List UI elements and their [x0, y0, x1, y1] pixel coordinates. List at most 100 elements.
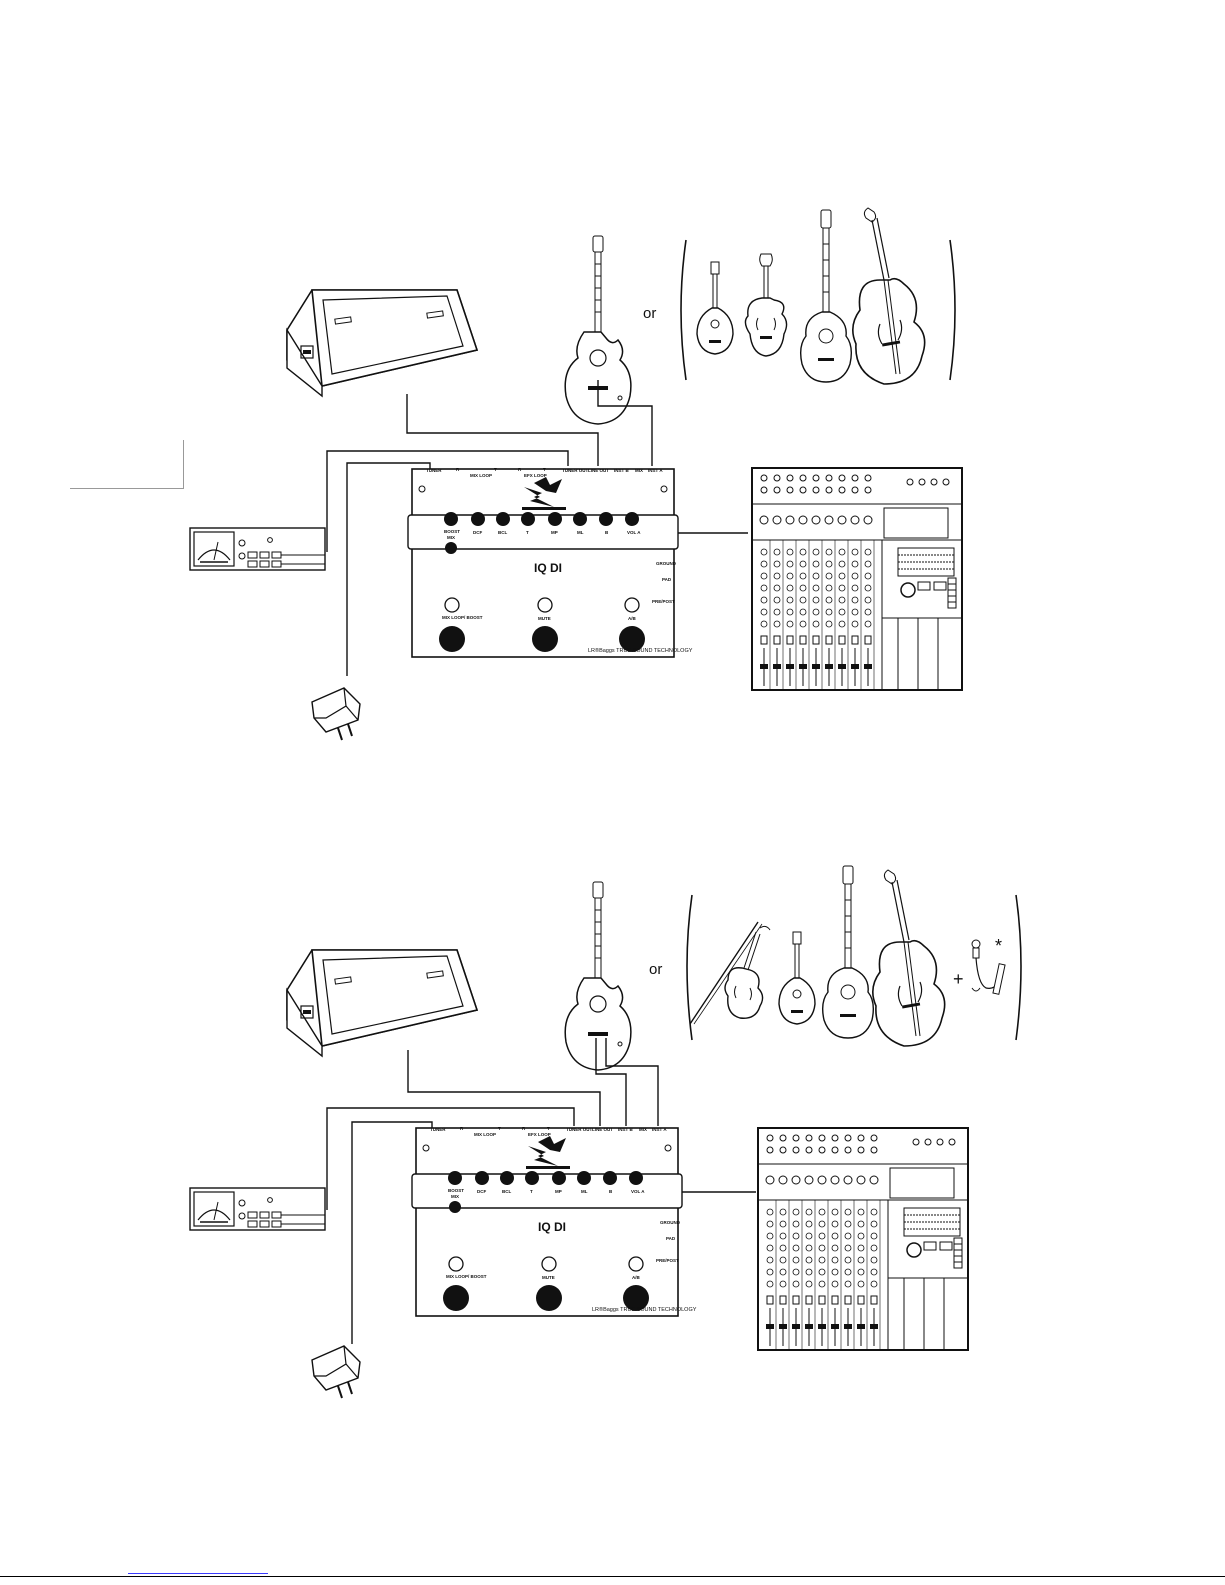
mixer-control-icon [806, 1147, 812, 1153]
knob-boost-icon [448, 1171, 462, 1185]
mixer-control-icon [864, 664, 872, 669]
mixer-icon [758, 1128, 968, 1350]
jack-tuner-out: TUNER OUT [566, 1127, 592, 1132]
mixer-control-icon [786, 516, 794, 524]
mixer-control-icon [780, 1281, 786, 1287]
mixer-control-icon [826, 585, 832, 591]
mixer-control-icon [845, 1281, 851, 1287]
mixer-control-icon [774, 597, 780, 603]
mixer-control-icon [818, 1324, 826, 1329]
mixer-control-icon [845, 1257, 851, 1263]
mixer-control-icon [761, 597, 767, 603]
knob-label-dcf: DCF [477, 1189, 486, 1194]
or-label: or [649, 961, 662, 978]
mixer-control-icon [780, 1257, 786, 1263]
mixer-control-icon [826, 475, 832, 481]
mixer-control-icon [871, 1209, 877, 1215]
mixer-control-icon [767, 1257, 773, 1263]
mixer-control-icon [806, 1135, 812, 1141]
jack-mix: MIX [635, 468, 643, 473]
side-label-pre-post: PRE/POST [656, 1258, 679, 1263]
mixer-control-icon [937, 1139, 943, 1145]
mixer-control-icon [813, 597, 819, 603]
mixer-control-icon [780, 1221, 786, 1227]
mixer-control-icon [793, 1209, 799, 1215]
mixer-control-icon [826, 597, 832, 603]
knob-mp-icon [552, 1171, 566, 1185]
mixer-control-icon [871, 1221, 877, 1227]
mixer-control-icon [826, 549, 832, 555]
mixer-control-icon [826, 609, 832, 615]
knob-b-icon [603, 1171, 617, 1185]
mixer-control-icon [913, 1139, 919, 1145]
jack-efx-loop: EFX LOOP [524, 473, 547, 478]
mixer-control-icon [943, 479, 949, 485]
mixer-control-icon [819, 1281, 825, 1287]
mixer-control-icon [774, 475, 780, 481]
mixer-control-icon [767, 1209, 773, 1215]
mixer-control-icon [949, 1139, 955, 1145]
knob-label-mix: MIX [447, 535, 455, 540]
mixer-control-icon [787, 597, 793, 603]
mixer-control-icon [805, 1324, 813, 1329]
mixer-control-icon [852, 621, 858, 627]
mixer-control-icon [865, 621, 871, 627]
mixer-control-icon [774, 487, 780, 493]
mixer-control-icon [760, 664, 768, 669]
mixer-control-icon [851, 664, 859, 669]
jack-mix-loop: MIX LOOP [470, 473, 492, 478]
mixer-control-icon [813, 487, 819, 493]
mixer-control-icon [761, 475, 767, 481]
mixer-control-icon [858, 1233, 864, 1239]
unit-title: IQ DI [538, 1220, 566, 1234]
mixer-control-icon [844, 1324, 852, 1329]
mixer-control-icon [780, 1269, 786, 1275]
mixer-control-icon [800, 549, 806, 555]
knob-label-mix: MIX [451, 1194, 459, 1199]
knob-dcf-icon [471, 512, 485, 526]
mixer-control-icon [852, 636, 858, 644]
mixer-control-icon [832, 1245, 838, 1251]
knob-ml-icon [573, 512, 587, 526]
mixer-control-icon [761, 561, 767, 567]
mixer-control-icon [767, 1269, 773, 1275]
jack-inst-a: INST A [652, 1127, 667, 1132]
mandolin-icon [779, 932, 815, 1024]
footer-link-underline[interactable] [128, 1573, 268, 1574]
mixer-control-icon [858, 1269, 864, 1275]
knob-label-vol-a: VOL A [631, 1189, 645, 1194]
footswitch-label-mix-loop: MIX LOOP/ BOOST [446, 1274, 487, 1279]
mixer-control-icon [761, 636, 767, 644]
mixer-control-icon [813, 621, 819, 627]
mixer-control-icon [832, 1209, 838, 1215]
mixer-control-icon [857, 1324, 865, 1329]
jack-line-out: LINE OUT [592, 1127, 613, 1132]
mixer-control-icon [852, 609, 858, 615]
mixer-control-icon [786, 664, 794, 669]
mixer-control-icon [800, 636, 806, 644]
mixer-control-icon [825, 516, 833, 524]
mixer-control-icon [793, 1245, 799, 1251]
mixer-control-icon [813, 636, 819, 644]
knob-ml-icon [577, 1171, 591, 1185]
mixer-control-icon [806, 1209, 812, 1215]
mixer-control-icon [865, 609, 871, 615]
jack-mix-loop: MIX LOOP [474, 1132, 496, 1137]
mixer-control-icon [852, 585, 858, 591]
knob-label-boost: BOOST [448, 1188, 464, 1193]
side-label-ground: GROUND [656, 561, 677, 566]
mixer-control-icon [773, 664, 781, 669]
jack-tuner-out: TUNER OUT [562, 468, 588, 473]
mixer-control-icon [826, 487, 832, 493]
mixer-control-icon [780, 1147, 786, 1153]
knob-vol-a-icon [629, 1171, 643, 1185]
side-label-pad: PAD [662, 577, 672, 582]
left-paren-icon [681, 240, 686, 380]
mixer-control-icon [813, 475, 819, 481]
mixer-control-icon [799, 516, 807, 524]
mixer-control-icon [787, 621, 793, 627]
mixer-control-icon [838, 664, 846, 669]
mixer-control-icon [845, 1221, 851, 1227]
knob-label-bcl: BCL [502, 1189, 511, 1194]
iq-di-pedal: TUNER R MIX LOOP T R EFX LOOP T TUNER OU… [408, 467, 693, 657]
